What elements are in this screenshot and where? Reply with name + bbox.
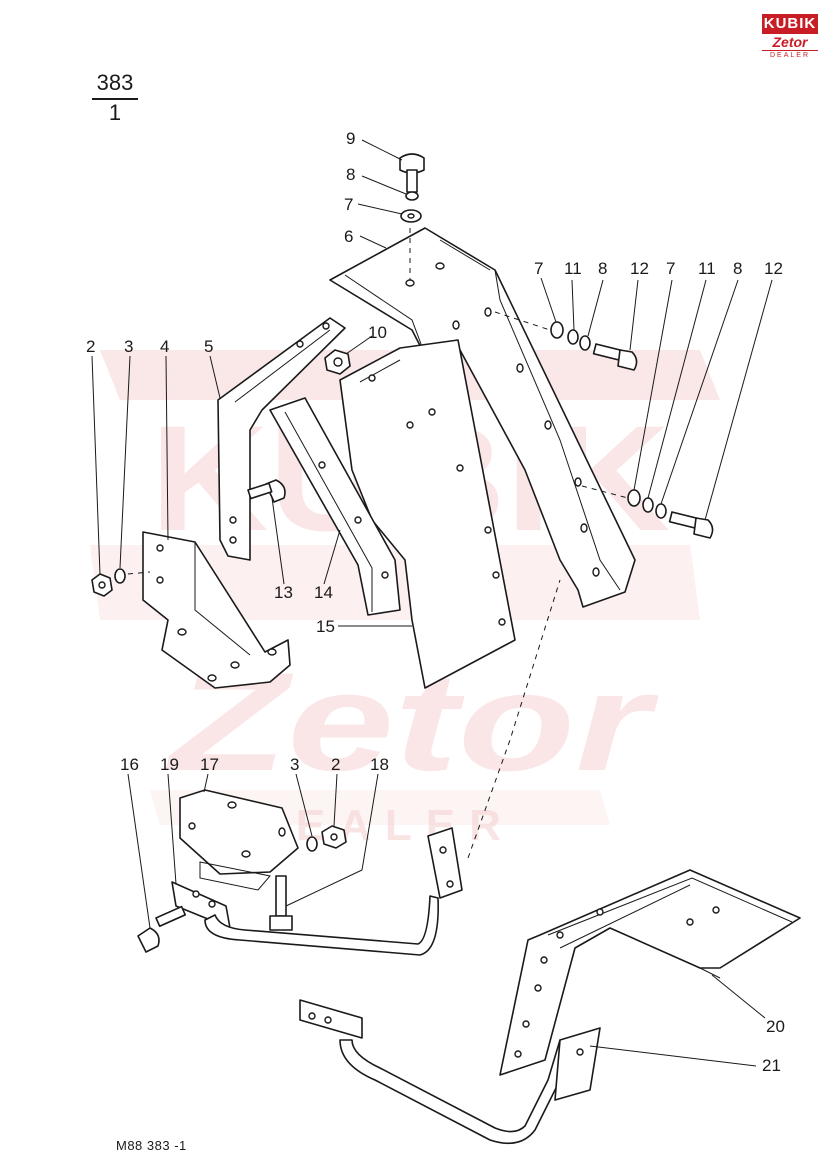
callout-11: 11 — [564, 259, 582, 278]
fastener-18-bolt — [269, 875, 293, 931]
part-4-foot — [142, 531, 291, 689]
callout-5: 5 — [204, 337, 213, 356]
callout-15: 15 — [316, 617, 335, 636]
footer-code: M88 383 -1 — [116, 1138, 187, 1153]
callout-16: 16 — [120, 755, 139, 774]
logo-zetor: Zetor — [772, 34, 808, 50]
group-number: 383 1 — [92, 70, 138, 126]
callout-8: 8 — [733, 259, 742, 278]
part-19-bracket — [171, 881, 231, 929]
callout-7: 7 — [534, 259, 543, 278]
part-21-tube-support — [299, 999, 601, 1145]
fastener-set-upper-right — [494, 311, 638, 371]
callout-17: 17 — [200, 755, 219, 774]
callout-2: 2 — [331, 755, 340, 774]
callout-4: 4 — [160, 337, 169, 356]
logo-dealer: DEALER — [762, 50, 818, 60]
fastener-13-bolt — [247, 479, 286, 503]
fastener-7-washer — [400, 209, 422, 223]
callout-labels: 9 8 7 6 7 11 8 12 7 11 8 12 10 2 3 4 5 1… — [86, 129, 785, 1075]
callout-8: 8 — [598, 259, 607, 278]
callout-19: 19 — [160, 755, 179, 774]
fastener-8-washer — [405, 191, 419, 201]
fastener-set-lower-right — [581, 485, 714, 539]
callout-13: 13 — [274, 583, 293, 602]
callout-7: 7 — [344, 195, 353, 214]
part-5-bracket — [217, 317, 346, 561]
fastener-9-bolt — [399, 153, 425, 193]
callout-3: 3 — [124, 337, 133, 356]
callout-8: 8 — [346, 165, 355, 184]
part-14-strip — [269, 397, 401, 616]
callout-12: 12 — [630, 259, 649, 278]
logo-kubik: KUBIK — [762, 14, 818, 34]
fastener-16-bolt — [137, 905, 187, 953]
callout-9: 9 — [346, 129, 355, 148]
callout-14: 14 — [314, 583, 333, 602]
callout-2: 2 — [86, 337, 95, 356]
tube-support-left — [204, 579, 561, 956]
fastener-10-nut — [324, 349, 351, 375]
part-20-lower-bracket — [499, 869, 801, 1076]
callout-6: 6 — [344, 227, 353, 246]
group-number-top: 383 — [92, 70, 138, 100]
callout-21: 21 — [762, 1056, 781, 1075]
part-15-plate — [339, 339, 516, 689]
callout-11: 11 — [698, 259, 716, 278]
leader-lines — [91, 139, 773, 1067]
callout-20: 20 — [766, 1017, 785, 1036]
callout-12: 12 — [764, 259, 783, 278]
fastener-2-3-lower — [306, 825, 347, 852]
sheet-number: 1 — [108, 100, 122, 125]
brand-logo: KUBIK Zetor DEALER — [762, 14, 818, 62]
callout-10: 10 — [368, 323, 387, 342]
part-17-plate — [179, 789, 299, 891]
callout-7: 7 — [666, 259, 675, 278]
callout-18: 18 — [370, 755, 389, 774]
callout-3: 3 — [290, 755, 299, 774]
